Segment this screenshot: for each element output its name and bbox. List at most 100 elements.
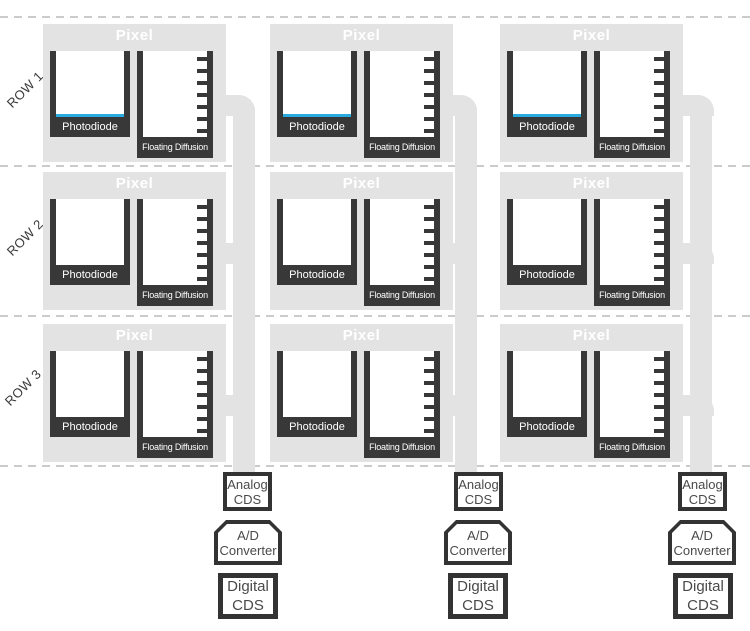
floating-diffusion-label: Floating Diffusion bbox=[142, 442, 208, 452]
floating-diffusion-vessel: Floating Diffusion bbox=[364, 51, 440, 158]
photodiode-label: Photodiode bbox=[62, 269, 118, 281]
digital-cds-line2: CDS bbox=[232, 597, 264, 614]
pixel-title: Pixel bbox=[572, 327, 611, 344]
floating-diffusion-well bbox=[143, 351, 207, 437]
floating-diffusion-well bbox=[600, 51, 664, 137]
digital-cds-box: Digital CDS bbox=[218, 573, 278, 619]
pixel-block: Pixel Photodiode Floating Diffusion bbox=[43, 324, 226, 462]
ad-converter-line1: A/D bbox=[691, 527, 713, 543]
pixel-block: Pixel Photodiode Floating Diffusion bbox=[500, 172, 683, 310]
graduation-ticks bbox=[197, 357, 207, 433]
photodiode-label: Photodiode bbox=[519, 121, 575, 133]
graduation-ticks bbox=[197, 57, 207, 133]
photodiode-well bbox=[56, 51, 124, 117]
floating-diffusion-well bbox=[370, 199, 434, 285]
pixel-title: Pixel bbox=[342, 327, 381, 344]
analog-cds-line1: Analog bbox=[227, 476, 268, 492]
photodiode-label: Photodiode bbox=[289, 121, 345, 133]
photodiode-vessel: Photodiode bbox=[507, 199, 587, 285]
photodiode-label: Photodiode bbox=[62, 121, 118, 133]
pixel-block: Pixel Photodiode Floating Diffusion bbox=[43, 172, 226, 310]
floating-diffusion-well bbox=[143, 199, 207, 285]
floating-diffusion-label: Floating Diffusion bbox=[142, 142, 208, 152]
analog-cds-line2: CDS bbox=[233, 491, 262, 507]
photodiode-vessel: Photodiode bbox=[50, 351, 130, 437]
pixel-block: Pixel Photodiode Floating Diffusion bbox=[500, 324, 683, 462]
digital-cds-line1: Digital bbox=[227, 578, 269, 595]
floating-diffusion-vessel: Floating Diffusion bbox=[137, 51, 213, 158]
photodiode-vessel: Photodiode bbox=[277, 51, 357, 137]
floating-diffusion-label: Floating Diffusion bbox=[369, 442, 435, 452]
floating-diffusion-label: Floating Diffusion bbox=[599, 142, 665, 152]
photodiode-vessel: Photodiode bbox=[507, 51, 587, 137]
pixel-title: Pixel bbox=[572, 175, 611, 192]
ad-converter-fill bbox=[448, 524, 508, 561]
floating-diffusion-label: Floating Diffusion bbox=[369, 290, 435, 300]
ad-converter-box: A/D Converter bbox=[444, 520, 512, 565]
floating-diffusion-vessel: Floating Diffusion bbox=[364, 351, 440, 458]
ad-converter-fill bbox=[672, 524, 732, 561]
row-separator-dashed-line bbox=[0, 315, 750, 317]
photodiode-vessel: Photodiode bbox=[277, 351, 357, 437]
digital-cds-box: Digital CDS bbox=[673, 573, 733, 619]
floating-diffusion-vessel: Floating Diffusion bbox=[364, 199, 440, 306]
ad-converter-fill bbox=[218, 524, 278, 561]
ad-converter-line1: A/D bbox=[237, 527, 259, 543]
photodiode-well bbox=[513, 51, 581, 117]
photodiode-vessel: Photodiode bbox=[277, 199, 357, 285]
floating-diffusion-vessel: Floating Diffusion bbox=[137, 351, 213, 458]
pixel-block: Pixel Photodiode Floating Diffusion bbox=[500, 24, 683, 162]
row-separator-dashed-line bbox=[0, 465, 750, 467]
graduation-ticks bbox=[197, 205, 207, 281]
floating-diffusion-well bbox=[143, 51, 207, 137]
digital-cds-line2: CDS bbox=[687, 597, 719, 614]
ad-converter-line1: A/D bbox=[467, 527, 489, 543]
floating-diffusion-vessel: Floating Diffusion bbox=[594, 51, 670, 158]
photodiode-well bbox=[56, 199, 124, 265]
photodiode-vessel: Photodiode bbox=[507, 351, 587, 437]
photodiode-label: Photodiode bbox=[62, 421, 118, 433]
analog-cds-line1: Analog bbox=[682, 476, 723, 492]
floating-diffusion-well bbox=[600, 199, 664, 285]
analog-cds-line2: CDS bbox=[688, 491, 717, 507]
photodiode-label: Photodiode bbox=[519, 421, 575, 433]
ad-converter-text: A/D Converter bbox=[444, 520, 512, 565]
floating-diffusion-label: Floating Diffusion bbox=[599, 290, 665, 300]
ad-converter-text: A/D Converter bbox=[214, 520, 282, 565]
floating-diffusion-well bbox=[370, 51, 434, 137]
pixel-block: Pixel Photodiode Floating Diffusion bbox=[270, 172, 453, 310]
graduation-ticks bbox=[424, 57, 434, 133]
floating-diffusion-vessel: Floating Diffusion bbox=[137, 199, 213, 306]
floating-diffusion-label: Floating Diffusion bbox=[142, 290, 208, 300]
pixel-block: Pixel Photodiode Floating Diffusion bbox=[43, 24, 226, 162]
column-bus-line bbox=[233, 107, 255, 472]
pixel-title: Pixel bbox=[572, 27, 611, 44]
photodiode-label: Photodiode bbox=[289, 421, 345, 433]
photodiode-well bbox=[513, 351, 581, 417]
graduation-ticks bbox=[424, 357, 434, 433]
floating-diffusion-label: Floating Diffusion bbox=[369, 142, 435, 152]
photodiode-label: Photodiode bbox=[289, 269, 345, 281]
analog-cds-line2: CDS bbox=[464, 491, 493, 507]
pixel-title: Pixel bbox=[342, 27, 381, 44]
photodiode-vessel: Photodiode bbox=[50, 51, 130, 137]
digital-cds-box: Digital CDS bbox=[448, 573, 508, 619]
ad-converter-text: A/D Converter bbox=[668, 520, 736, 565]
floating-diffusion-well bbox=[600, 351, 664, 437]
ad-converter-line2: Converter bbox=[673, 542, 731, 558]
pixel-title: Pixel bbox=[115, 327, 154, 344]
photodiode-well bbox=[513, 199, 581, 265]
analog-cds-box: Analog CDS bbox=[678, 472, 727, 511]
digital-cds-line2: CDS bbox=[462, 597, 494, 614]
photodiode-well bbox=[56, 351, 124, 417]
row-separator-dashed-line bbox=[0, 16, 750, 18]
digital-cds-line1: Digital bbox=[457, 578, 499, 595]
photodiode-well bbox=[283, 351, 351, 417]
floating-diffusion-well bbox=[370, 351, 434, 437]
graduation-ticks bbox=[654, 357, 664, 433]
charge-level-indicator bbox=[513, 114, 581, 117]
pixel-block: Pixel Photodiode Floating Diffusion bbox=[270, 24, 453, 162]
pixel-title: Pixel bbox=[115, 27, 154, 44]
floating-diffusion-label: Floating Diffusion bbox=[599, 442, 665, 452]
